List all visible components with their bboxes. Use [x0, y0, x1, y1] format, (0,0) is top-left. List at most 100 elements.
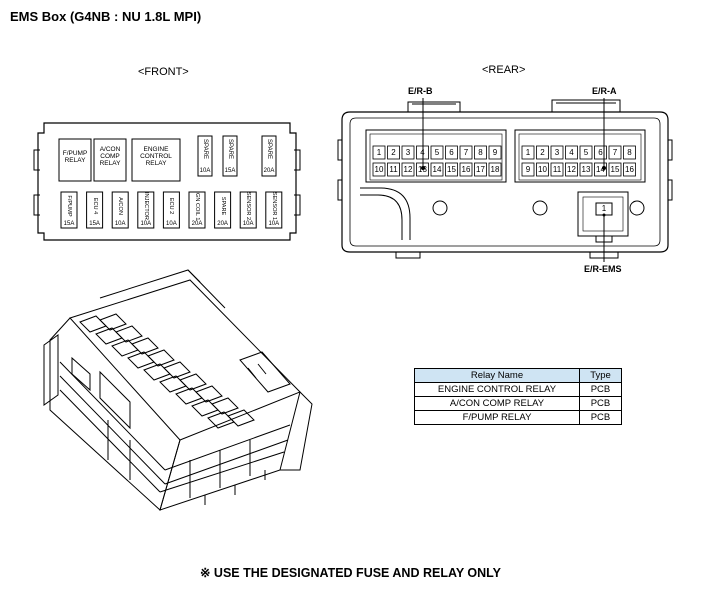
- connector-er-b-label: E/R-B: [408, 86, 433, 96]
- fuse-rating: 10A: [199, 168, 211, 174]
- pin-cell: [401, 162, 415, 177]
- pin-number: 4: [569, 148, 574, 157]
- pin-cell: [488, 145, 502, 160]
- pin-cell: [387, 145, 400, 160]
- relay-type-cell: PCB: [579, 382, 622, 397]
- front-view-label: <FRONT>: [138, 66, 189, 78]
- table-row: F/PUMP RELAY PCB: [414, 410, 622, 425]
- pin-cell: [623, 145, 636, 160]
- pin-cell: [565, 162, 578, 177]
- pin-cell: [416, 145, 429, 160]
- bottom-fuse-frame: [188, 191, 206, 229]
- fuse-rating: 20A: [217, 221, 228, 227]
- bottom-fuse-frame: [162, 191, 180, 229]
- bottom-fuse-frame: [214, 191, 232, 229]
- pin-cell: [474, 145, 487, 160]
- pin-cell: [387, 162, 400, 177]
- fuse-rating: 15A: [63, 221, 75, 227]
- relay-label-line: F/PUMP: [62, 150, 88, 157]
- pin-number: 14: [596, 165, 605, 174]
- pin-number: 9: [525, 165, 531, 174]
- pin-number: 10: [374, 165, 384, 174]
- pin-cell: [608, 145, 622, 160]
- relay-label-line: RELAY: [145, 160, 167, 167]
- pin-number: 2: [540, 148, 545, 157]
- pin-cell: [536, 162, 549, 177]
- pin-number: 9: [492, 148, 498, 157]
- pin-number: 2: [391, 148, 396, 157]
- column-header-relay-name: Relay Name: [414, 368, 580, 383]
- table-row: ENGINE CONTROL RELAY PCB: [414, 382, 622, 397]
- bottom-fuse-frame: [239, 191, 257, 229]
- pin-number: 5: [434, 148, 440, 157]
- pin-cell: [372, 145, 386, 160]
- pin-number: 16: [625, 165, 634, 174]
- pin-cell: [594, 145, 607, 160]
- pin-number: 6: [449, 148, 454, 157]
- relay-label-line: RELAY: [64, 157, 86, 164]
- pin-number: 14: [432, 165, 442, 174]
- pin-number: 15: [447, 165, 456, 174]
- pin-cell: [608, 162, 622, 177]
- fuse-rating: 15A: [89, 221, 100, 227]
- fuse-rating: 10A: [114, 221, 126, 227]
- pin-number: 12: [403, 165, 413, 174]
- relay-label-line: CONTROL: [140, 153, 172, 160]
- page-title: EMS Box (G4NB : NU 1.8L MPI): [10, 9, 202, 24]
- designated-fuse-note: ※ USE THE DESIGNATED FUSE AND RELAY ONLY: [199, 566, 502, 580]
- fuse-rating: 10A: [166, 221, 177, 227]
- pin-cell: [550, 145, 564, 160]
- pin-number: 10: [538, 165, 547, 174]
- relay-name-cell: F/PUMP RELAY: [414, 410, 580, 425]
- pin-cell: [445, 145, 458, 160]
- pin-cell: [623, 162, 636, 177]
- pin-number: 13: [418, 165, 427, 174]
- rear-view-label: <REAR>: [482, 64, 526, 76]
- pin-cell: [594, 162, 607, 177]
- pin-number: 7: [463, 148, 469, 157]
- pin-cell: [430, 162, 444, 177]
- pin-number: 1: [376, 148, 382, 157]
- pin-cell: [416, 162, 429, 177]
- connector-er-a-label: E/R-A: [592, 86, 617, 96]
- pin-number: 11: [389, 165, 398, 174]
- relay-type-cell: PCB: [579, 410, 622, 425]
- connector-er-ems-label: E/R-EMS: [584, 264, 622, 274]
- pin-cell: [459, 162, 473, 177]
- relay-label-line: RELAY: [99, 160, 121, 167]
- table-header-row: Relay Name Type: [414, 368, 622, 383]
- pin-number: 15: [610, 165, 620, 174]
- relay-label-line: COMP: [100, 153, 120, 160]
- pin-cell: [536, 145, 549, 160]
- pin-number: 17: [476, 165, 485, 174]
- pin-cell: [401, 145, 415, 160]
- relay-table: Relay Name Type ENGINE CONTROL RELAY PCB…: [414, 368, 622, 425]
- pin-number: 8: [627, 148, 632, 157]
- pin-number: 3: [554, 148, 560, 157]
- relay-fpump: F/PUMP RELAY: [59, 150, 91, 164]
- bottom-fuse-frame: [137, 191, 155, 229]
- pin-cell: [521, 162, 535, 177]
- bottom-fuse-frame: [111, 191, 129, 229]
- pin-number: 12: [567, 165, 576, 174]
- pin-cell: [430, 145, 444, 160]
- ems-pin: 1: [601, 204, 607, 213]
- fuse-rating: 10A: [140, 221, 152, 227]
- pin-number: 3: [405, 148, 411, 157]
- fuse-rating: 10A: [242, 221, 254, 227]
- pin-number: 4: [420, 148, 425, 157]
- front-fuse-box: [33, 122, 301, 241]
- column-header-type: Type: [579, 368, 622, 383]
- pin-cell: [565, 145, 578, 160]
- pin-number: 18: [490, 165, 500, 174]
- relay-label-line: ENGINE: [143, 146, 169, 153]
- bottom-fuse-frame: [60, 191, 78, 229]
- pin-cell: [459, 145, 473, 160]
- relay-label-line: A/CON: [99, 146, 121, 153]
- pin-number: 7: [612, 148, 618, 157]
- fuse-rating: 10A: [268, 221, 280, 227]
- relay-type-cell: PCB: [579, 396, 622, 411]
- relay-name-cell: A/CON COMP RELAY: [414, 396, 580, 411]
